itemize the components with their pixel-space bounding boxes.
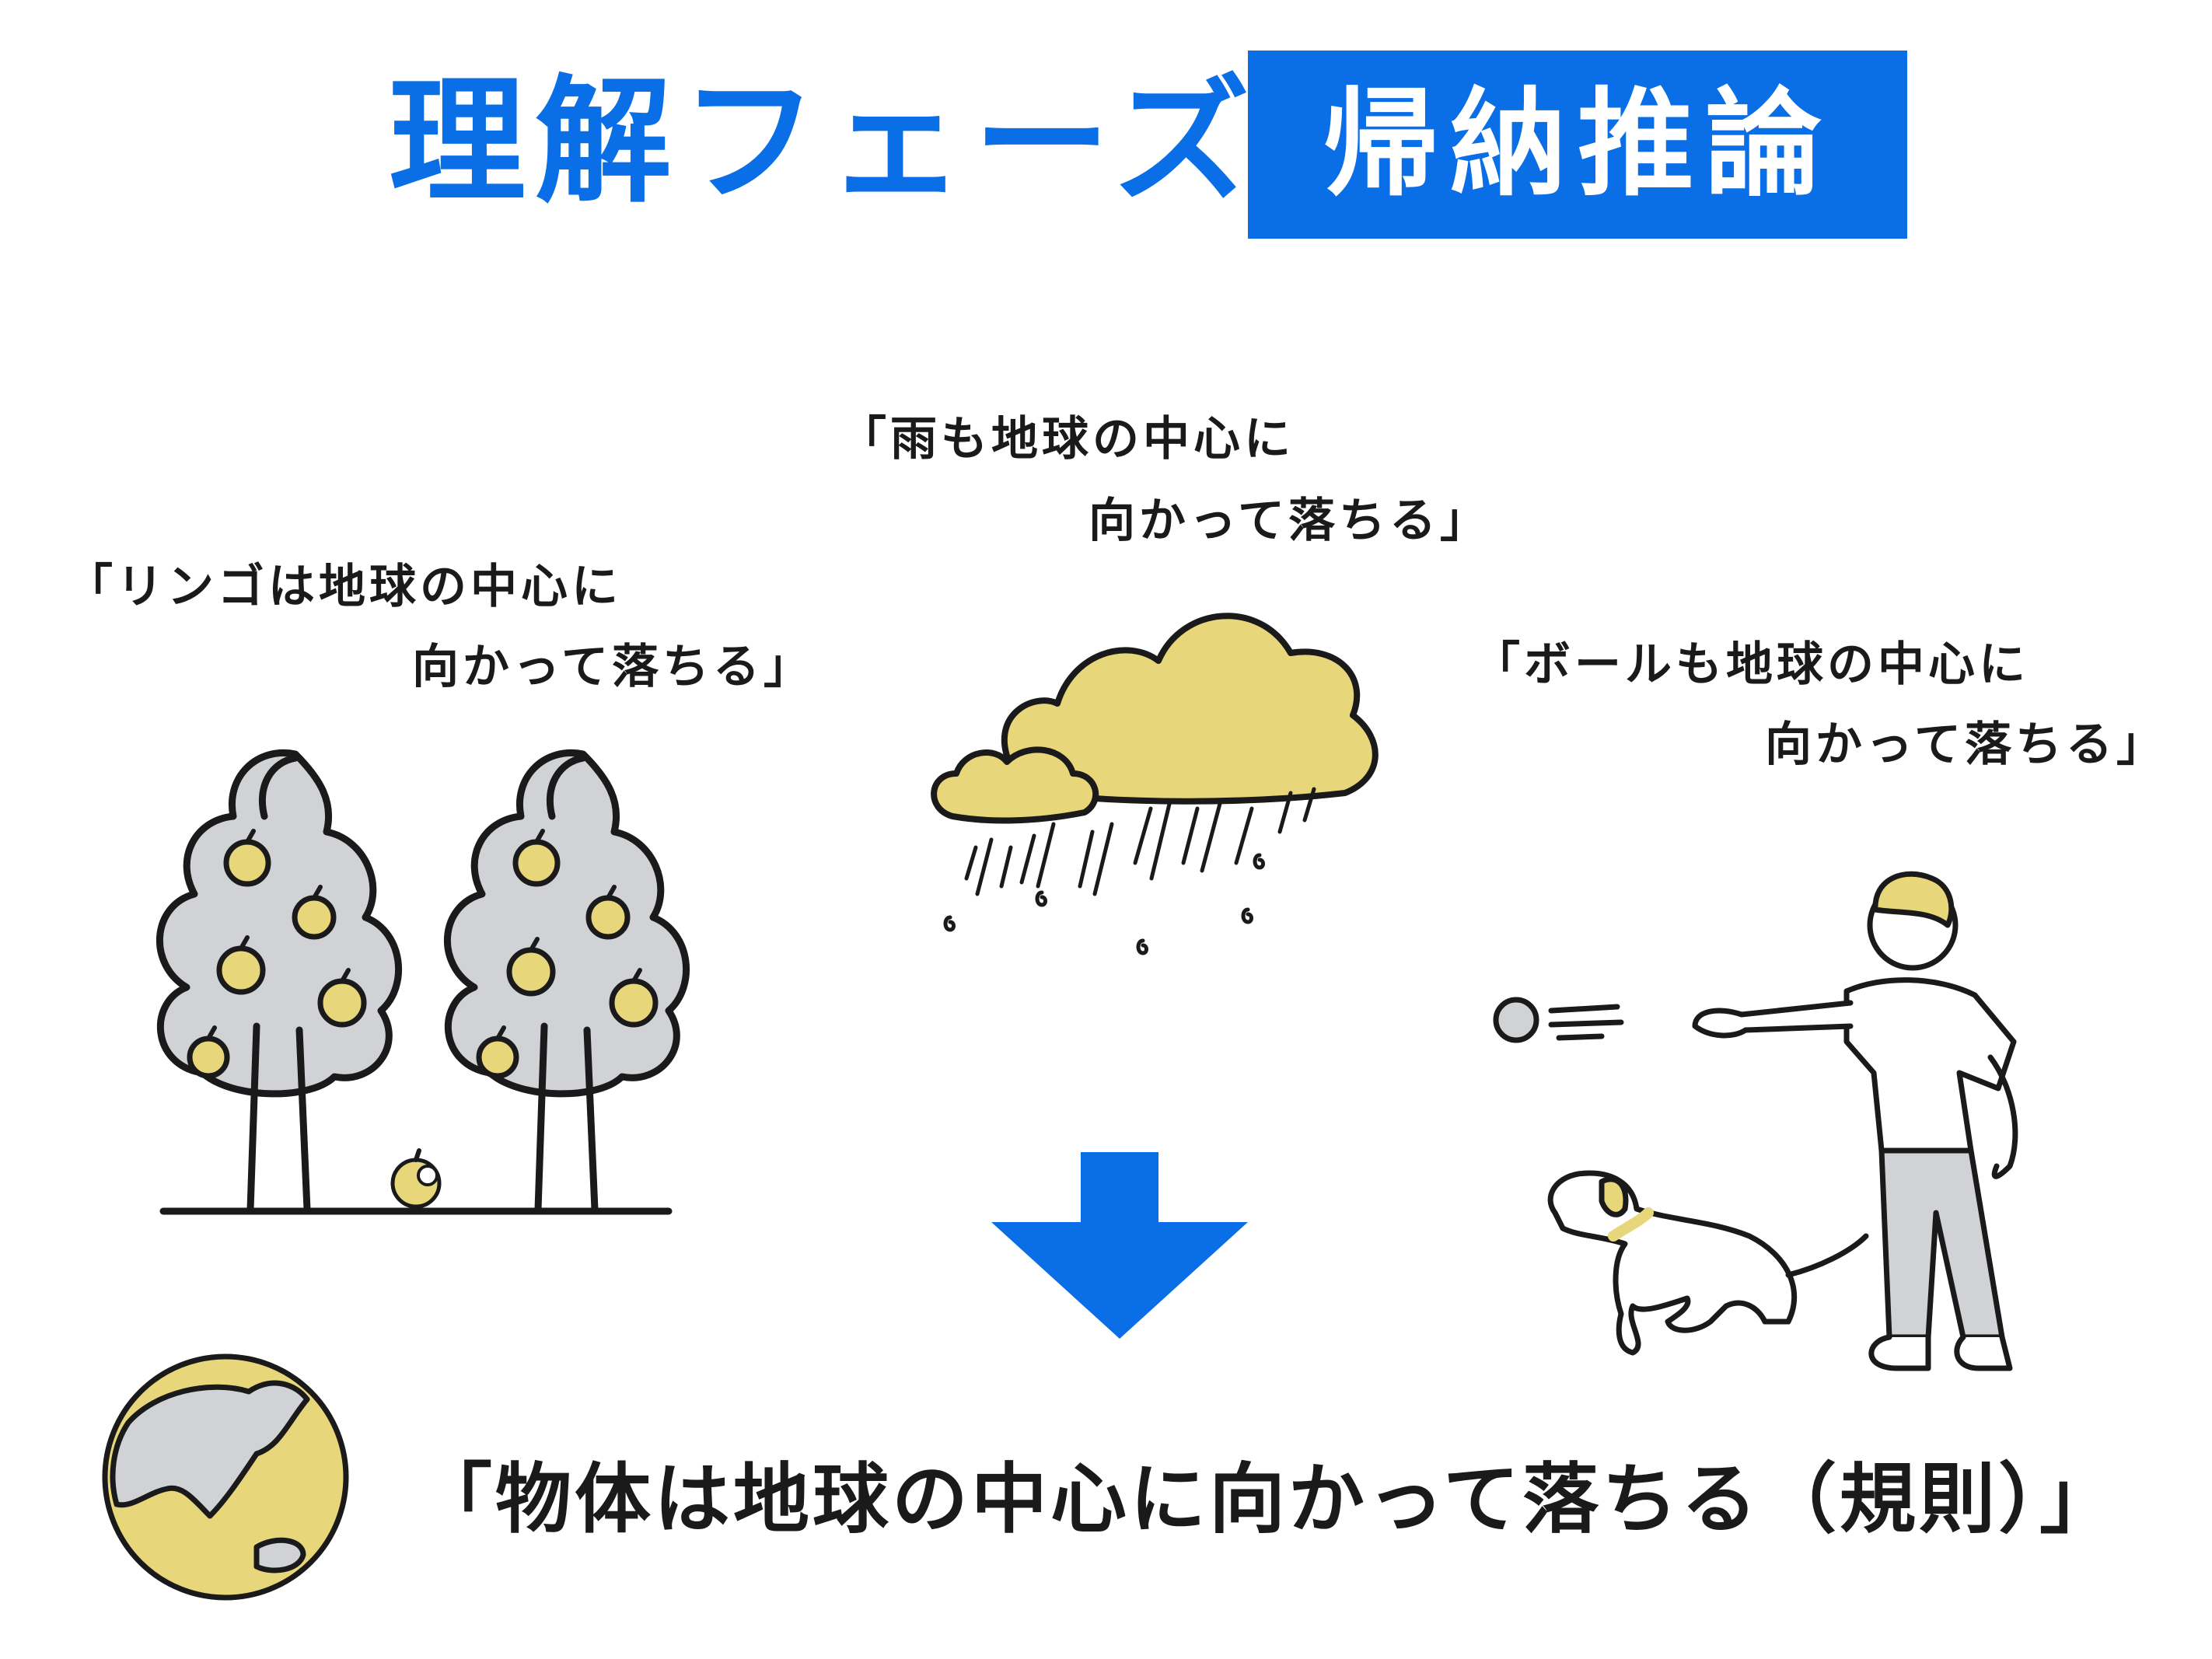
conclusion-rule: 「物体は地球の中心に向かって落ちる（規則）」 xyxy=(416,1455,2119,1544)
apple-tree-icon xyxy=(156,749,690,1215)
apple-quote-line2: 向かって落ちる」 xyxy=(412,640,814,694)
person-throwing-ball-icon xyxy=(1493,871,2018,1371)
earth-globe-icon xyxy=(102,1353,349,1601)
rain-quote-line1: 「雨も地球の中心に xyxy=(840,412,1295,466)
ball-quote-line2: 向かって落ちる」 xyxy=(1765,718,2167,772)
page-title: 理解フェーズ xyxy=(389,62,1260,222)
title-badge: 帰納推論 xyxy=(1248,51,1907,239)
apple-quote-line1: 「リンゴは地球の中心に xyxy=(66,560,622,614)
dog-icon xyxy=(1547,1170,1869,1356)
rain-quote-line2: 向かって落ちる」 xyxy=(1089,494,1490,548)
ball-quote-line1: 「ボールも地球の中心に xyxy=(1473,637,2029,692)
down-arrow-icon xyxy=(991,1152,1248,1339)
rain-cloud-icon xyxy=(931,613,1379,955)
title-badge-label: 帰納推論 xyxy=(1322,77,1833,212)
